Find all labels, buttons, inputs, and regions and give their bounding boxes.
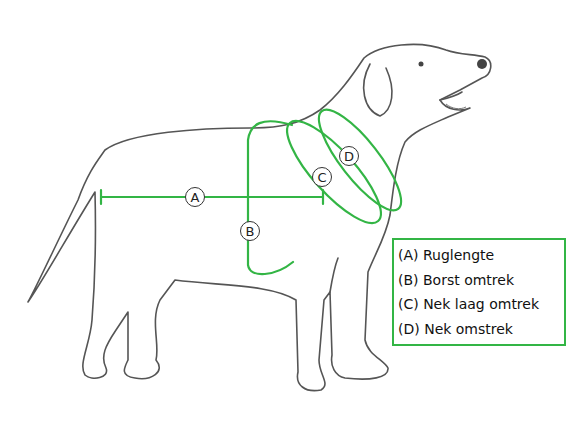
callout-letter: D <box>344 150 354 163</box>
dog-chest-fold <box>330 258 338 292</box>
dog-eye <box>419 62 424 67</box>
legend-entry: (A) Ruglengte <box>398 243 560 268</box>
dog-nose <box>477 59 487 69</box>
legend-text: (A) Ruglengte <box>398 247 494 263</box>
legend-entry: (B) Borst omtrek <box>398 268 560 293</box>
legend-entry: (D) Nek omstrek <box>398 317 560 342</box>
callout-circle: C <box>312 167 332 187</box>
chest-girth-loop <box>248 121 293 274</box>
callout-letter: C <box>317 171 326 184</box>
callout-circle: A <box>185 187 205 207</box>
callout-circle: B <box>240 221 260 241</box>
callout-letter: B <box>246 225 255 238</box>
neck-loop <box>307 99 413 220</box>
legend-text: (C) Nek laag omtrek <box>398 296 539 312</box>
callout-letter: A <box>191 191 200 204</box>
low-neck-loop <box>274 109 394 235</box>
legend-box: (A) Ruglengte (B) Borst omtrek (C) Nek laa… <box>392 238 566 346</box>
legend-text: (B) Borst omtrek <box>398 272 514 288</box>
legend-entry: (C) Nek laag omtrek <box>398 292 560 317</box>
legend-text: (D) Nek omstrek <box>398 321 513 337</box>
dog-mouth <box>440 92 462 100</box>
back-length-line <box>101 190 323 204</box>
callout-circle: D <box>339 146 359 166</box>
dog-ear <box>364 64 392 116</box>
dog-tongue <box>446 104 466 109</box>
